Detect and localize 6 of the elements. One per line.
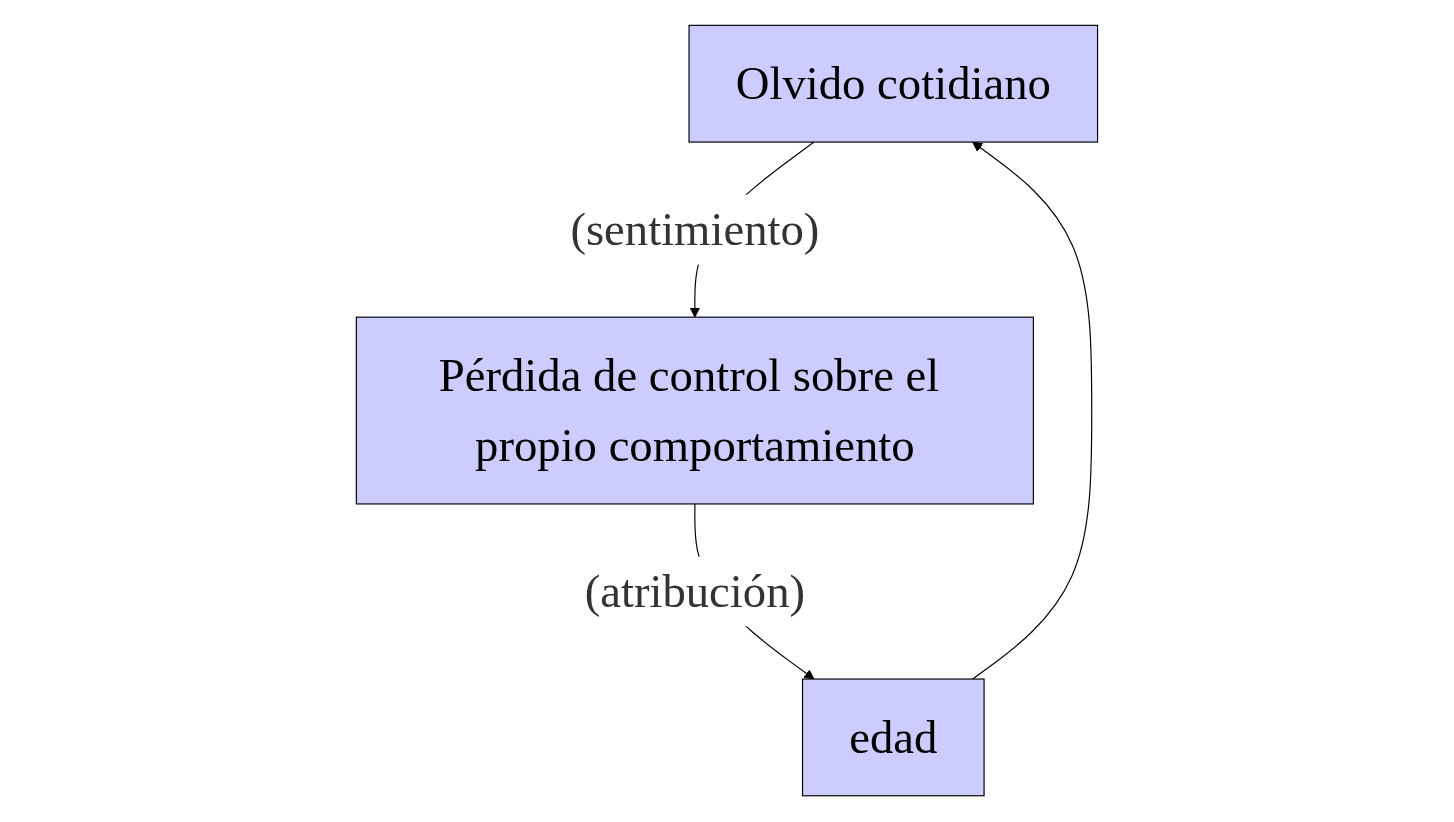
node-box: edad — [802, 678, 985, 797]
node-box: Olvido cotidiano — [688, 25, 1099, 144]
edge-label: (atribución) — [584, 565, 806, 618]
arrow — [972, 142, 1093, 681]
node-box: Pérdida de control sobre el propio comportamiento — [355, 317, 1034, 505]
edge-label: (sentimiento) — [570, 203, 820, 256]
